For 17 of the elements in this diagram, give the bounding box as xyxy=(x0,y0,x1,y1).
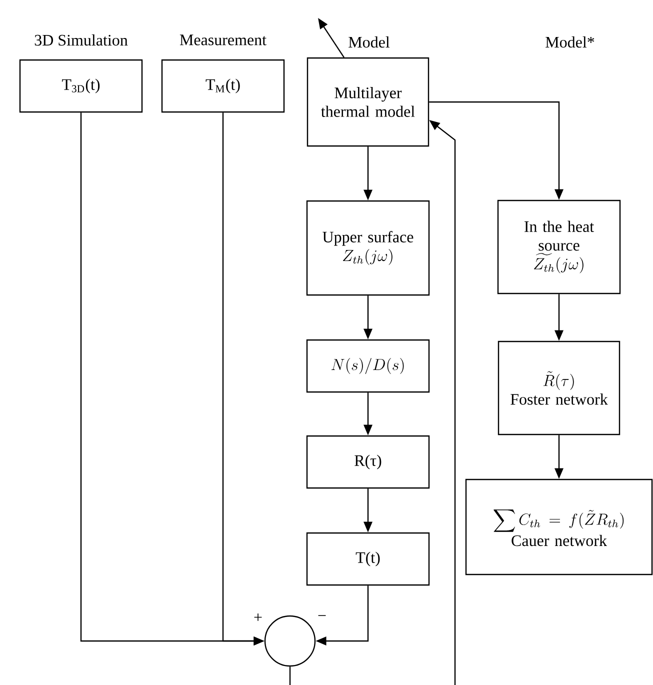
column-heading: Model* xyxy=(546,36,594,48)
process-box: Upper surface $Z_{th}(j\omega)$ xyxy=(306,200,430,296)
process-box: Multilayer thermal model xyxy=(306,57,430,147)
process-box: In the heat source $\widetilde{Z_{th}}(j\omega)$ xyxy=(497,200,621,294)
process-box: $\sum C_{th} = f(\tilde{Z}R_{th})$ Cauer network xyxy=(465,478,653,576)
sign-label: − xyxy=(318,615,326,616)
process-box: R(τ) xyxy=(306,435,430,489)
sign-label: + xyxy=(254,614,262,621)
summing-circle xyxy=(264,615,316,667)
process-box: T$_{3D}$(t) xyxy=(19,59,143,113)
column-heading: Model xyxy=(348,36,390,48)
process-box: T$_{M}$(t) xyxy=(161,59,285,113)
process-box: $\tilde{R}(\tau)$ Foster network xyxy=(498,340,620,436)
column-heading: Measurement xyxy=(180,34,266,46)
column-heading: 3D Simulation xyxy=(34,34,128,46)
process-box: $N(s)/D(s)$ xyxy=(306,339,430,393)
process-box: T(t) xyxy=(306,532,430,586)
